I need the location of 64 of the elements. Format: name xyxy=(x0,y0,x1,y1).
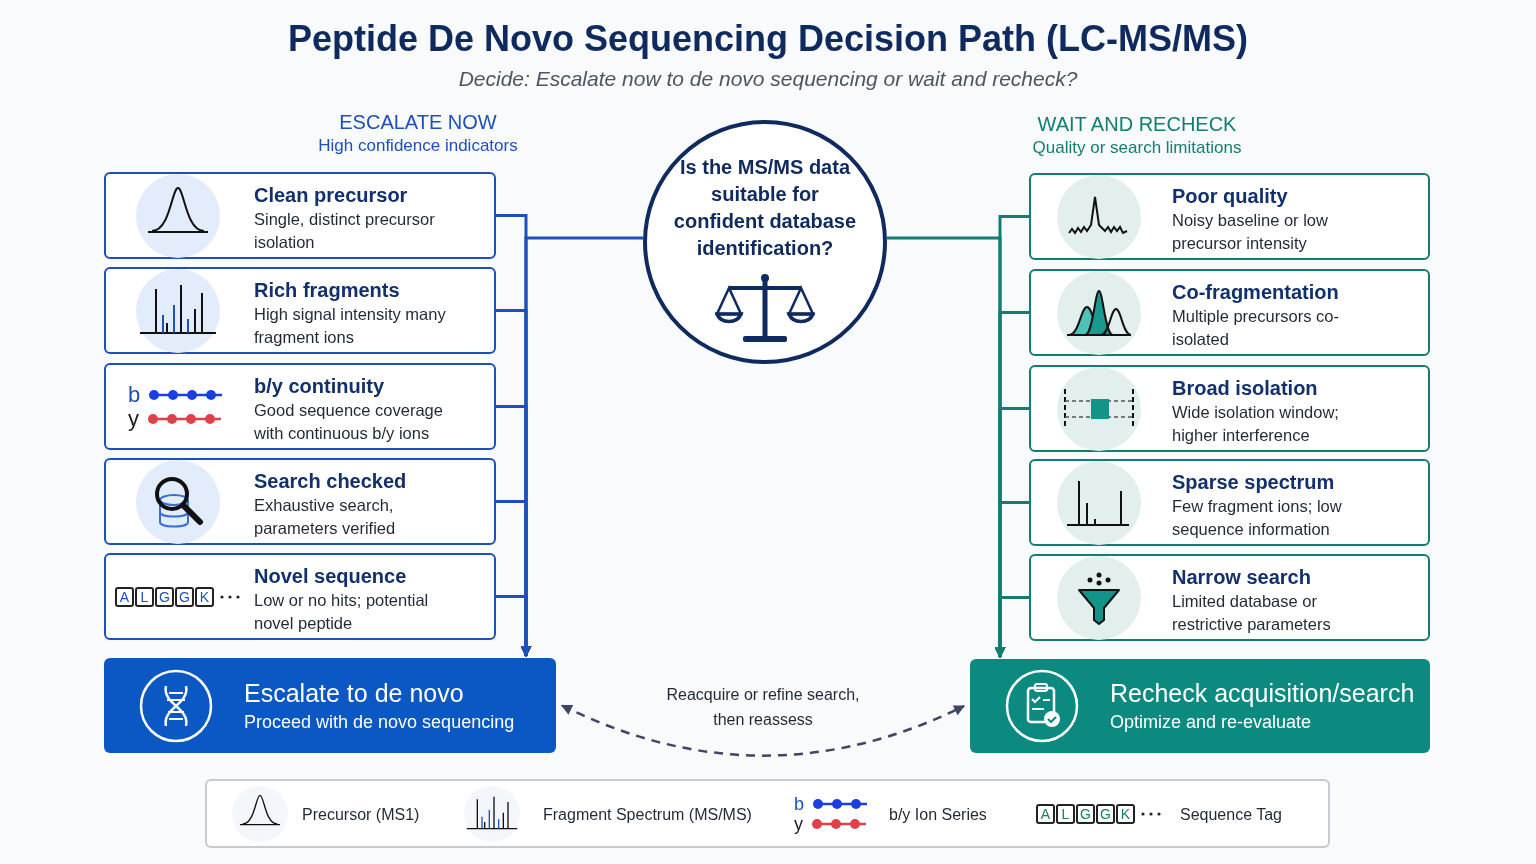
card-heading: Sparse spectrum xyxy=(1172,470,1336,495)
sequence-letter: L xyxy=(135,586,154,607)
card-description: Limited database or restrictive parameters xyxy=(1172,591,1332,635)
sequence-letter: G xyxy=(175,586,194,607)
dashed-arrow xyxy=(561,704,965,757)
indicator-card xyxy=(104,172,496,259)
indicator-card xyxy=(1029,459,1430,546)
sequence-letter: G xyxy=(1076,803,1095,824)
sequence-letter: L xyxy=(1056,803,1075,824)
sequence-letter: K xyxy=(195,586,214,607)
sequence-letter: G xyxy=(155,586,174,607)
legend-label: Fragment Spectrum (MS/MS) xyxy=(543,805,752,825)
diagram-subtitle: Decide: Escalate now to de novo sequencing or wait and recheck? xyxy=(458,66,1078,92)
column-subheading: Quality or search limitations xyxy=(1032,137,1242,159)
indicator-card xyxy=(1029,365,1430,452)
column-subheading: High confidence indicators xyxy=(318,135,518,157)
diagram-title: Peptide De Novo Sequencing Decision Path (LC-MS/MS) xyxy=(287,17,1249,61)
indicator-card xyxy=(104,363,496,450)
indicator-card xyxy=(104,458,496,545)
card-description: Noisy baseline or low precursor intensity xyxy=(1172,210,1329,254)
card-heading: Broad isolation xyxy=(1172,376,1319,401)
legend-label: Precursor (MS1) xyxy=(302,805,420,825)
sequence-letter: G xyxy=(1096,803,1115,824)
card-heading: Poor quality xyxy=(1172,184,1289,209)
card-description: High signal intensity many fragment ions xyxy=(254,304,447,348)
outcome-box xyxy=(970,659,1430,753)
card-description: Good sequence coverage with continuous b/y ions xyxy=(254,400,444,444)
indicator-card xyxy=(1029,173,1430,260)
ion-letter: b xyxy=(794,794,804,813)
card-heading: Search checked xyxy=(254,469,408,494)
indicator-card xyxy=(104,553,496,640)
indicator-card xyxy=(1029,554,1430,641)
card-description: Wide isolation window; higher interference xyxy=(1172,402,1340,446)
card-description: Low or no hits; potential novel peptide xyxy=(254,590,430,634)
sequence-letter: A xyxy=(115,586,134,607)
card-description: Few fragment ions; low sequence information xyxy=(1172,496,1343,540)
column-heading: ESCALATE NOW xyxy=(339,110,497,134)
sequence-letter: K xyxy=(1116,803,1135,824)
sequence-letter: A xyxy=(1036,803,1055,824)
indicator-card xyxy=(104,267,496,354)
ion-letter: b xyxy=(127,383,141,406)
connector-arrow xyxy=(496,595,532,658)
ion-letter: y xyxy=(127,407,139,430)
ion-letter: y xyxy=(794,814,803,833)
decision-question: Is the MS/MS data suitable for confident database identification? xyxy=(672,155,858,261)
card-heading: Clean precursor xyxy=(254,183,409,208)
outcome-title: Recheck acquisition/search xyxy=(1110,678,1415,709)
column-heading: WAIT AND RECHECK xyxy=(1037,112,1237,136)
legend-label: Sequence Tag xyxy=(1180,805,1282,825)
card-heading: Novel sequence xyxy=(254,564,408,589)
card-heading: Co-fragmentation xyxy=(1172,280,1340,305)
connector-arrow xyxy=(994,596,1029,659)
indicator-card xyxy=(1029,269,1430,356)
card-description: Single, distinct precursor isolation xyxy=(254,209,436,253)
card-description: Exhaustive search, parameters verified xyxy=(254,495,397,539)
legend-label: b/y Ion Series xyxy=(889,805,987,825)
outcome-box xyxy=(104,658,556,753)
card-heading: Rich fragments xyxy=(254,278,401,303)
outcome-description: Proceed with de novo sequencing xyxy=(244,710,515,734)
outcome-description: Optimize and re-evaluate xyxy=(1110,711,1313,734)
card-heading: Narrow search xyxy=(1172,565,1312,590)
card-heading: b/y continuity xyxy=(254,374,385,399)
card-description: Multiple precursors co-isolated xyxy=(1172,306,1340,350)
outcome-title: Escalate to de novo xyxy=(244,677,465,709)
